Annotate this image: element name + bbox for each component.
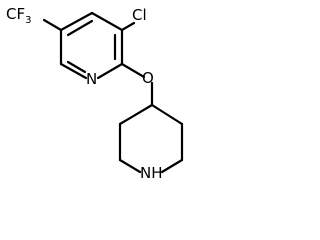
bond-n-c6 bbox=[59, 62, 88, 80]
bond-c2p-n bbox=[118, 158, 142, 174]
bond-c3-cl bbox=[120, 21, 136, 32]
piperidine-ring bbox=[118, 103, 184, 174]
bond-c4p-c3p bbox=[118, 103, 154, 126]
pyridine-nitrogen-label: N bbox=[86, 70, 97, 88]
cf3-main-text: CF bbox=[6, 5, 25, 23]
piperidine-nh-label: NH bbox=[140, 164, 163, 182]
chlorine-label: Cl bbox=[132, 6, 147, 24]
cf3-label: CF3 bbox=[6, 5, 31, 26]
pyridine-ring bbox=[59, 11, 124, 80]
bond-c5-c4 bbox=[59, 11, 94, 32]
structure-canvas: CF3 Cl N O NH bbox=[6, 5, 184, 182]
bond-c2-n bbox=[96, 62, 124, 80]
substituent-bonds bbox=[42, 18, 154, 107]
bond-c4-c3 bbox=[90, 11, 124, 32]
double-bond-n-c6 bbox=[66, 60, 87, 74]
bond-n-c6p bbox=[160, 158, 184, 174]
double-bond-c5-c4 bbox=[66, 19, 94, 37]
atom-labels: CF3 Cl N O NH bbox=[6, 5, 163, 182]
bond-c5p-c4p bbox=[150, 103, 184, 126]
bond-c2-o bbox=[120, 62, 146, 79]
molecule-drawing: CF3 Cl N O NH bbox=[6, 5, 184, 182]
cf3-subscript-text: 3 bbox=[25, 15, 31, 26]
bond-c5-cf3 bbox=[42, 18, 63, 32]
ether-oxygen-label: O bbox=[142, 69, 154, 87]
